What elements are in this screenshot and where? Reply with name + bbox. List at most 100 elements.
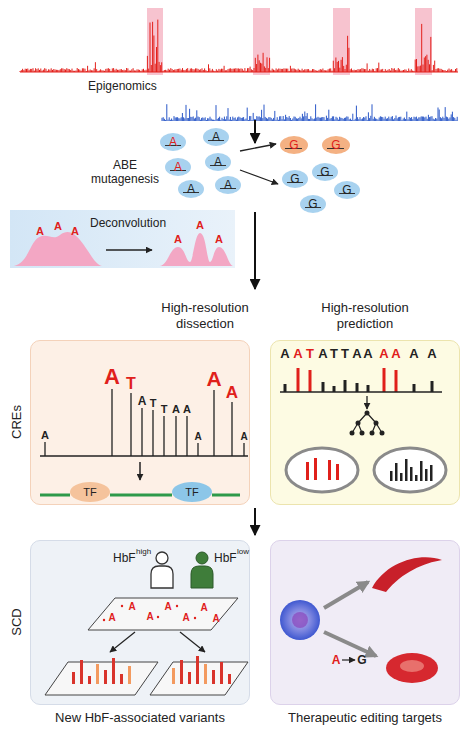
association-bar: [196, 656, 199, 684]
edit-arrow: [240, 144, 276, 151]
association-bar: [88, 676, 91, 684]
node-text: G: [322, 136, 350, 154]
genome-plane: [150, 662, 248, 695]
text-label: A: [172, 404, 180, 415]
edit-oval: G: [280, 136, 308, 154]
edit-oval: A: [205, 153, 231, 171]
text-label: A: [194, 432, 201, 442]
baseline: [280, 391, 442, 392]
score-bar: [356, 383, 359, 392]
association-bar: [128, 666, 131, 684]
class-oval: [374, 448, 446, 492]
association-bar: [188, 672, 191, 684]
score-bar: [344, 380, 347, 392]
node-text: A: [160, 133, 186, 151]
node-text: G: [312, 163, 338, 181]
score-bar: [309, 370, 312, 392]
node-text: A: [165, 158, 191, 176]
association-bar: [80, 660, 83, 684]
tree-node: [370, 431, 375, 436]
tree-icon: [352, 413, 382, 433]
text-label: A: [196, 220, 204, 231]
text-label: A: [104, 366, 120, 388]
score-bar: [141, 408, 142, 456]
association-bar: [120, 674, 123, 684]
score-bar: [390, 471, 393, 481]
text-label: A: [240, 432, 247, 442]
text-label: CREs: [10, 405, 23, 439]
signal-track: [20, 20, 457, 72]
text-label: A: [212, 614, 219, 624]
text-label: A: [128, 602, 135, 612]
fate-arrow: [324, 582, 368, 608]
text-label: A: [138, 395, 147, 407]
text-label: T: [126, 376, 136, 392]
edit-oval: A: [215, 176, 241, 194]
text-label: A: [332, 654, 341, 666]
edit-arrow: [240, 170, 278, 184]
text-label: A: [36, 226, 44, 237]
text-label: A: [200, 603, 207, 613]
edit-oval: G: [334, 181, 360, 199]
tf-oval: TF: [172, 482, 212, 502]
dna-line: [212, 494, 240, 497]
variant-dot: [194, 617, 196, 619]
text-label: A: [293, 347, 302, 360]
text-label: high: [136, 548, 151, 556]
text-label: T: [150, 398, 157, 409]
node-text: New HbF-associated variants: [30, 710, 250, 726]
association-bar: [112, 658, 115, 684]
node-text: TF: [70, 482, 110, 502]
node-text: G: [300, 195, 326, 213]
score-bar: [415, 475, 418, 481]
text-label: HbF: [113, 552, 136, 564]
text-label: A: [409, 347, 418, 360]
text-label: A: [427, 347, 436, 360]
genome-plane: [88, 598, 238, 630]
score-bar: [322, 382, 325, 392]
sickle-cell: [372, 557, 442, 592]
score-bar: [410, 467, 413, 481]
edit-oval: G: [300, 195, 326, 213]
score-bar: [405, 459, 408, 481]
scd-panel: Therapeutic editing targets: [270, 540, 460, 735]
node-text: A: [203, 128, 229, 146]
baseline: [40, 455, 248, 456]
edit-oval: A: [165, 158, 191, 176]
edit-oval: G: [282, 170, 308, 188]
score-bar: [400, 473, 403, 481]
association-bar: [172, 668, 175, 684]
score-bar: [186, 416, 187, 456]
edit-oval: A: [160, 133, 186, 151]
person-head: [196, 552, 208, 564]
variant-dot: [121, 605, 123, 607]
signal-peak: [160, 233, 233, 266]
node-text: Therapeutic editing targets: [270, 710, 460, 726]
score-bar: [175, 416, 176, 456]
variant-dot: [157, 616, 159, 618]
score-bar: [111, 389, 112, 456]
score-bar: [413, 384, 416, 392]
text-label: A: [206, 368, 221, 389]
node-text: A: [215, 176, 241, 194]
score-bar: [163, 416, 164, 456]
score-bar: [420, 461, 423, 481]
edit-arrow: [342, 659, 355, 660]
text-label: HbF: [214, 552, 237, 564]
text-label: A: [41, 430, 49, 441]
stem-cell: [280, 600, 320, 640]
score-bar: [367, 385, 370, 392]
text-label: A: [108, 613, 115, 623]
text-label: A: [54, 221, 62, 232]
score-bar: [284, 384, 287, 392]
tree-node: [365, 411, 370, 416]
person-body: [151, 566, 173, 588]
text-label: A: [174, 234, 182, 245]
panel-fill: [30, 340, 250, 505]
score-bar: [430, 465, 433, 481]
text-label: A: [318, 347, 327, 360]
score-bar: [314, 458, 317, 480]
text-label: A: [182, 613, 189, 623]
tree-node: [356, 421, 361, 426]
panel-fill: [270, 340, 460, 505]
